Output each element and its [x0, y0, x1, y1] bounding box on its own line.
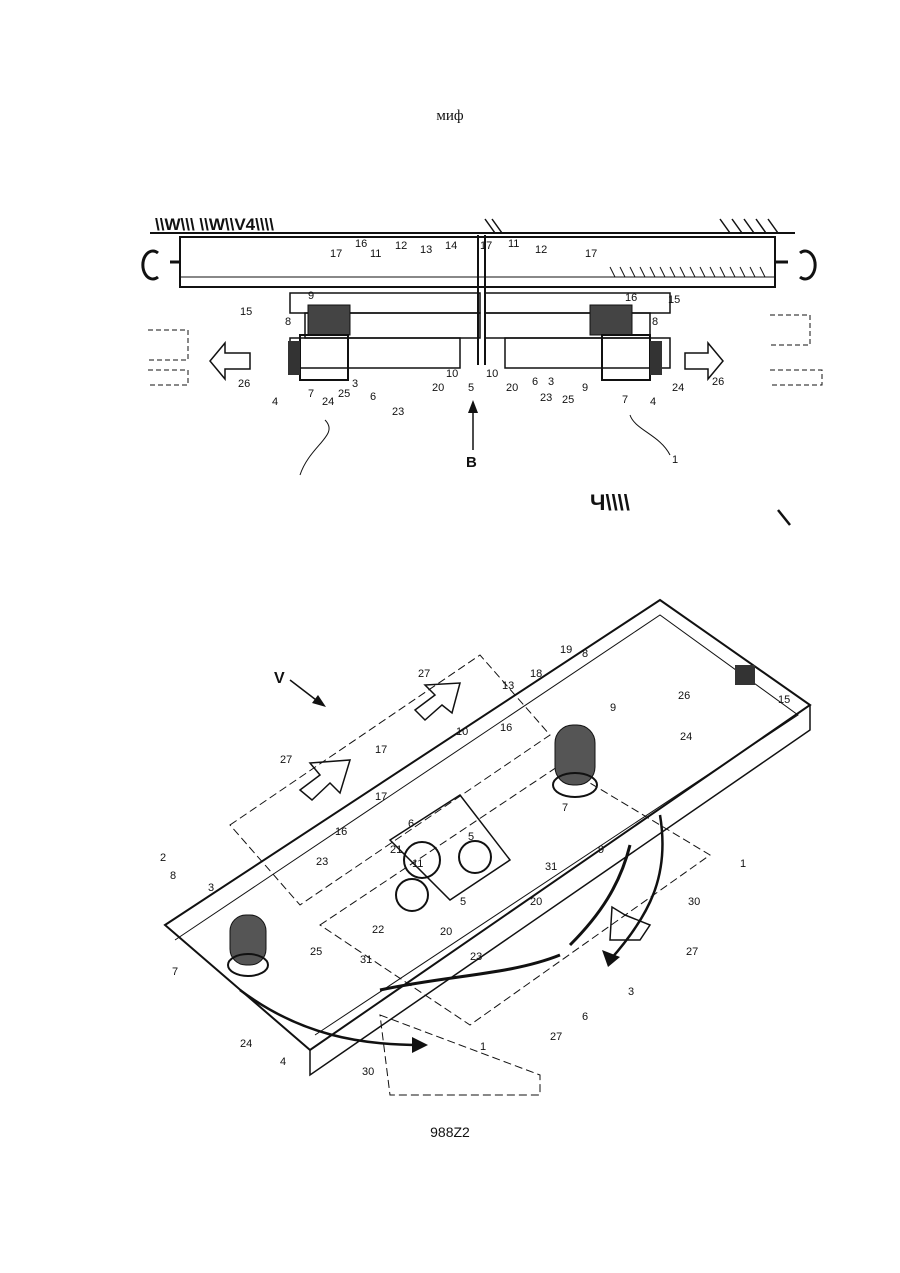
label: 10	[486, 368, 498, 380]
label: 17	[480, 240, 492, 252]
label: 13	[420, 244, 432, 256]
label: 4	[280, 1056, 286, 1068]
label: 8	[652, 316, 658, 328]
label: 17	[375, 791, 387, 803]
label: 17	[375, 744, 387, 756]
label: 20	[530, 896, 542, 908]
label: 27	[550, 1031, 562, 1043]
label: 10	[456, 726, 468, 738]
label: 17	[585, 248, 597, 260]
label: 16	[500, 722, 512, 734]
label: 8	[285, 316, 291, 328]
label: 11	[370, 248, 381, 260]
label: 7	[622, 394, 628, 406]
label: 27	[280, 754, 292, 766]
label: 26	[678, 690, 690, 702]
label: 21	[390, 844, 402, 856]
label: 31	[360, 954, 372, 966]
arrow-label-b: B	[466, 454, 477, 471]
label: 18	[530, 668, 542, 680]
view-label-v: V	[274, 670, 285, 687]
label: 16	[625, 292, 637, 304]
label: 19	[560, 644, 572, 656]
label: 22	[372, 924, 384, 936]
label: 8	[582, 648, 588, 660]
label: 15	[240, 306, 252, 318]
label: 3	[352, 378, 358, 390]
label: 8	[170, 870, 176, 882]
label: 20	[432, 382, 444, 394]
label: 3	[628, 986, 634, 998]
label: 30	[688, 896, 700, 908]
label: 6	[532, 376, 538, 388]
label: 9	[582, 382, 588, 394]
label: 24	[680, 731, 692, 743]
label: 2	[160, 852, 166, 864]
label: 5	[468, 382, 474, 394]
label: 9	[308, 290, 314, 302]
label: 26	[238, 378, 250, 390]
label: 5	[460, 896, 466, 908]
label: 6	[408, 818, 414, 830]
label: 1	[480, 1041, 486, 1053]
label: 23	[470, 951, 482, 963]
label: 23	[316, 856, 328, 868]
hatch-text: \\W\\\ \\W\\V4\\\\	[155, 215, 274, 234]
label: 25	[338, 388, 350, 400]
page-header: миф	[0, 108, 900, 125]
label: 15	[778, 694, 790, 706]
label: 25	[562, 394, 574, 406]
label: 4	[272, 396, 278, 408]
label: 24	[322, 396, 334, 408]
label: 9	[598, 844, 604, 856]
label: 3	[208, 882, 214, 894]
label: 14	[445, 240, 457, 252]
label: 7	[562, 802, 568, 814]
label: 26	[712, 376, 724, 388]
figure-top-drawing: \\W\\\ \\W\\V4\\\\	[140, 205, 830, 535]
label: 10	[446, 368, 458, 380]
label: 20	[506, 382, 518, 394]
label: 11	[412, 858, 423, 870]
label: 13	[502, 680, 514, 692]
label: 31	[545, 861, 557, 873]
label: 17	[330, 248, 342, 260]
label: 7	[172, 966, 178, 978]
label: 1	[672, 454, 678, 466]
label: 25	[310, 946, 322, 958]
label: 1	[740, 858, 746, 870]
label: 30	[362, 1066, 374, 1078]
label: 16	[355, 238, 367, 250]
label: 16	[335, 826, 347, 838]
figure-bottom-drawing: V 8 19 18 27 13 10 16 17 27 26 9 24 15 1…	[150, 595, 830, 1105]
label: 7	[308, 388, 314, 400]
side-mark: Ч\\\\	[590, 490, 630, 515]
label: 24	[672, 382, 684, 394]
label: 24	[240, 1038, 252, 1050]
label: 12	[395, 240, 407, 252]
label: 27	[686, 946, 698, 958]
label: 23	[540, 392, 552, 404]
label: 11	[508, 238, 519, 250]
label: 6	[370, 391, 376, 403]
label: 15	[668, 294, 680, 306]
label: 20	[440, 926, 452, 938]
label: 12	[535, 244, 547, 256]
label: 3	[548, 376, 554, 388]
label: 23	[392, 406, 404, 418]
label: 6	[582, 1011, 588, 1023]
page-footer: 988Z2	[0, 1124, 900, 1140]
label: 5	[468, 831, 474, 843]
label: 27	[418, 668, 430, 680]
label: 9	[610, 702, 616, 714]
label: 4	[650, 396, 656, 408]
